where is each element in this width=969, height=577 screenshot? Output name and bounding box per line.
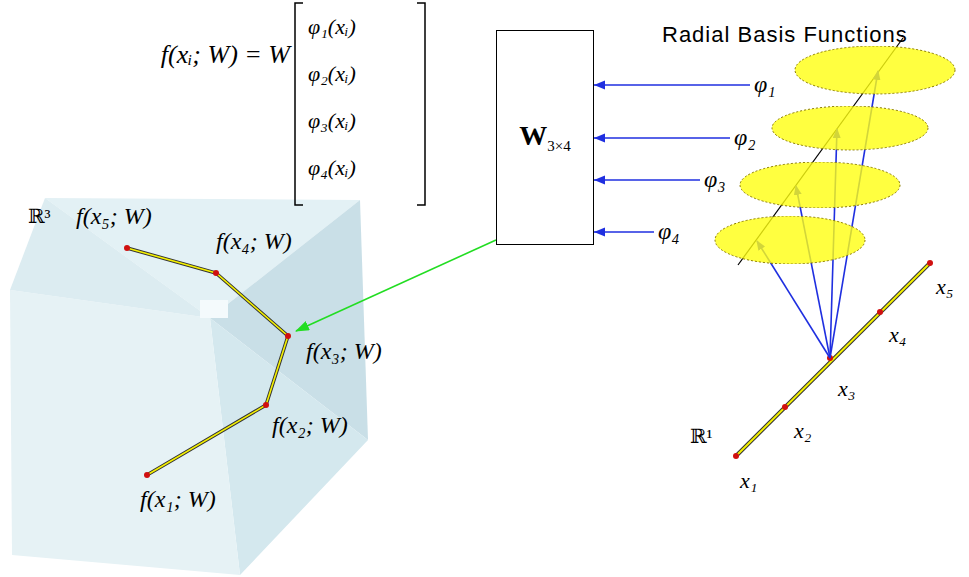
basis-function-label: φ₁ xyxy=(754,71,776,99)
curve-point xyxy=(144,472,150,478)
curve-line xyxy=(127,248,288,475)
space-label: ℝ¹ xyxy=(690,425,713,448)
basis-function-node: φ₃ xyxy=(700,162,902,208)
distance-arrow xyxy=(796,186,830,358)
input-line xyxy=(733,260,933,459)
basis-function-node: φ₄ xyxy=(654,216,867,264)
cube-highlight xyxy=(200,300,228,318)
basis-ellipse-shape xyxy=(700,162,902,208)
basis-output-arrow xyxy=(594,84,750,86)
basis-output-arrow xyxy=(594,179,700,181)
arrow-head xyxy=(594,176,605,185)
input-label: x₂ xyxy=(794,418,811,443)
output-label: f(x₂; W) xyxy=(272,412,348,440)
input-label: x₁ xyxy=(740,468,757,493)
basis-ellipse xyxy=(772,106,928,150)
input-label: x₄ xyxy=(889,322,906,347)
line-core xyxy=(736,263,930,456)
matrix-entry: φ₄(xᵢ) xyxy=(308,155,356,180)
input-point xyxy=(927,260,933,266)
matrix-bracket xyxy=(417,3,425,205)
formula: f(xᵢ; W) = W xyxy=(161,40,290,70)
basis-output-arrow xyxy=(594,137,730,139)
matrix-size: 3×4 xyxy=(547,138,570,154)
cube xyxy=(10,198,368,575)
arrow-head xyxy=(594,228,605,237)
cube-face xyxy=(10,290,240,575)
basis-ellipse xyxy=(740,162,900,208)
line-outline xyxy=(736,263,930,456)
arrow-head xyxy=(594,81,605,90)
input-point xyxy=(782,404,788,410)
basis-function-node: φ₁ xyxy=(750,46,957,101)
basis-ellipse-shape xyxy=(750,46,957,101)
mapped-curve xyxy=(124,245,291,478)
curve-point xyxy=(285,333,291,339)
input-point xyxy=(733,453,739,459)
basis-ellipse-shape xyxy=(730,106,930,154)
curve-point xyxy=(263,402,269,408)
matrix-name: W xyxy=(519,120,547,151)
section-title: Radial Basis Functions xyxy=(662,22,908,47)
cube-face xyxy=(10,198,210,318)
mapping-arrow xyxy=(296,240,496,331)
input-label: x₃ xyxy=(838,376,855,401)
matrix-bracket xyxy=(295,3,303,205)
matrix-symbol: W3×4 xyxy=(519,120,570,155)
matrix-entry: φ₁(xᵢ) xyxy=(308,14,356,39)
input-point xyxy=(877,309,883,315)
curve-outline xyxy=(127,248,288,475)
basis-ellipse xyxy=(795,46,955,94)
output-label: f(x₃; W) xyxy=(306,338,382,366)
space-label: ℝ³ xyxy=(28,205,51,228)
basis-function-label: φ₄ xyxy=(658,218,680,246)
input-label: x₅ xyxy=(936,274,953,299)
curve-point xyxy=(213,270,219,276)
basis-function-label: φ₂ xyxy=(734,124,756,152)
output-label: f(x₄; W) xyxy=(216,228,292,256)
matrix-entry: φ₃(xᵢ) xyxy=(308,108,356,133)
matrix-entry: φ₂(xᵢ) xyxy=(308,61,356,86)
arrow-head xyxy=(594,134,605,143)
basis-function-node: φ₂ xyxy=(730,106,930,154)
weight-matrix-box: W3×4 xyxy=(496,30,594,245)
output-label: f(x₅; W) xyxy=(76,203,152,231)
curve-point xyxy=(124,245,130,251)
output-label: f(x₁; W) xyxy=(140,486,216,514)
basis-function-label: φ₃ xyxy=(704,166,726,194)
basis-ellipse-shape xyxy=(654,216,867,264)
basis-ellipse xyxy=(715,216,865,264)
